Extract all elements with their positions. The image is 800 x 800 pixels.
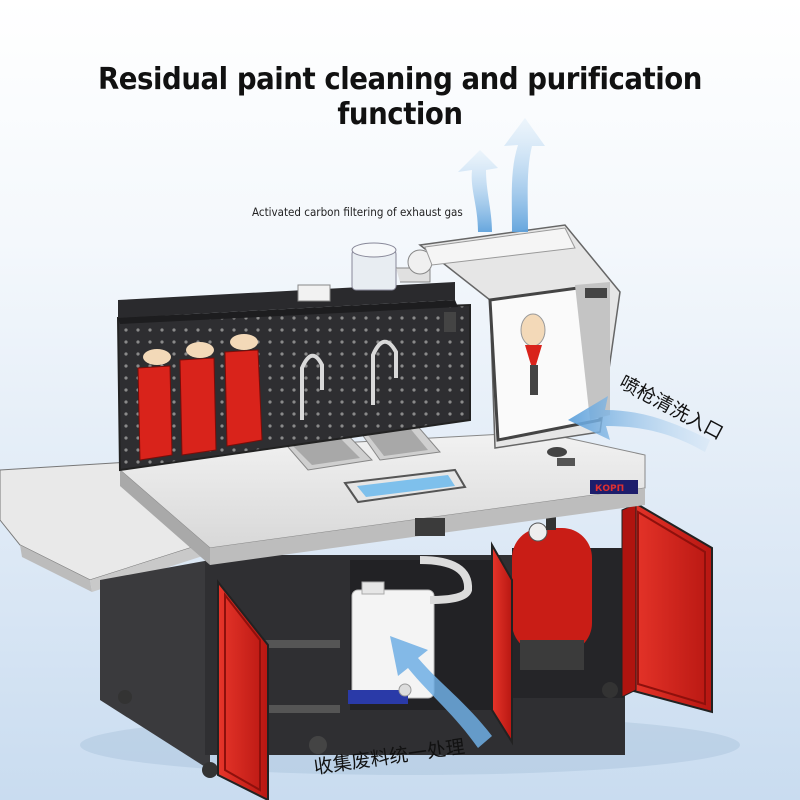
spray-gun-inlet-arrow — [568, 396, 710, 452]
soak-tray — [343, 468, 467, 504]
exhaust-arrow-right — [504, 118, 545, 232]
power-socket — [297, 284, 331, 302]
gun-holders — [137, 334, 263, 461]
exhaust-arrow-left — [458, 150, 498, 232]
gun-holder-1 — [137, 349, 173, 461]
spray-booth — [418, 224, 621, 466]
carbon-filter-caption: Activated carbon filtering of exhaust ga… — [252, 205, 463, 219]
faucet-left — [300, 353, 324, 420]
cabinet-door-left — [217, 579, 269, 800]
waste-collection-arrow — [390, 636, 492, 748]
cabinet-door-right — [621, 498, 713, 714]
faucet-right — [371, 339, 398, 405]
page-title: Residual paint cleaning and purification… — [98, 62, 702, 132]
gun-holder-2 — [179, 342, 217, 456]
fire-extinguisher — [512, 516, 592, 670]
cabinet-door-center — [491, 541, 513, 746]
svg-text:КОРП: КОРП — [595, 484, 624, 494]
carbon-filter-canister — [351, 242, 433, 291]
gun-holder-3 — [224, 334, 263, 447]
